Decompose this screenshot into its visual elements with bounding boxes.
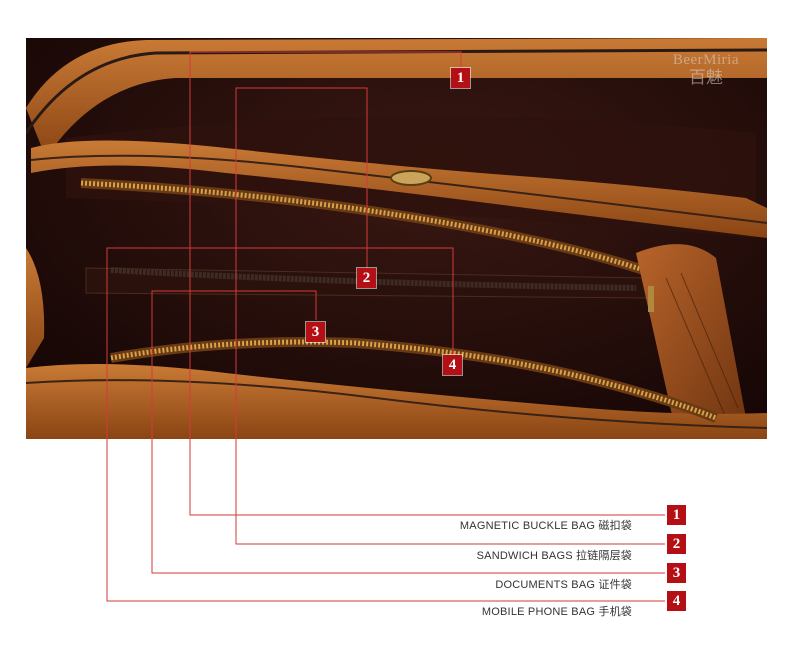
legend-badge-1: 1 <box>667 505 686 525</box>
caption-documents-bag: DOCUMENTS BAG 证件袋 <box>495 579 632 591</box>
bag-interior-illustration <box>26 38 767 439</box>
bag-interior-photo: BeerMiria 百魅 <box>26 38 767 439</box>
callout-badge-4: 4 <box>443 355 462 375</box>
brand-chinese: 百魅 <box>688 67 723 87</box>
callout-badge-3: 3 <box>306 322 325 342</box>
brand-english: BeerMiria <box>672 52 739 68</box>
caption-magnetic-buckle-bag: MAGNETIC BUCKLE BAG 磁扣袋 <box>459 520 632 532</box>
callout-badge-2: 2 <box>357 268 376 288</box>
zipper-pull <box>648 286 654 312</box>
legend-badge-4: 4 <box>667 591 686 611</box>
legend-badge-2: 2 <box>667 534 686 554</box>
caption-mobile-phone-bag: MOBILE PHONE BAG 手机袋 <box>481 606 632 618</box>
caption-sandwich-bags: SANDWICH BAGS 拉链隔层袋 <box>476 550 632 562</box>
brand-watermark: BeerMiria 百魅 <box>673 52 739 87</box>
legend-badge-3: 3 <box>667 563 686 583</box>
magnetic-clasp <box>390 170 432 186</box>
callout-badge-1: 1 <box>451 68 470 88</box>
